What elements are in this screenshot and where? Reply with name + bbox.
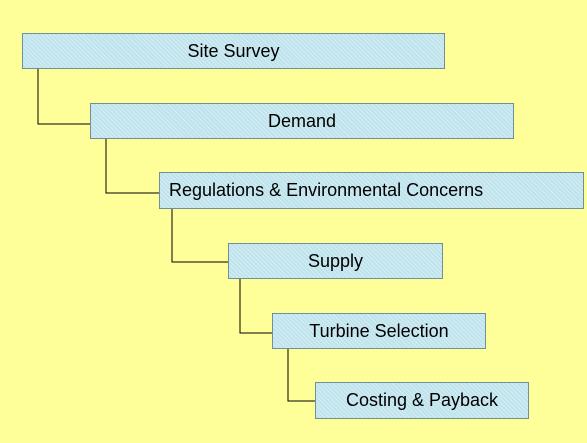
step-supply: Supply: [228, 243, 443, 279]
connector-demand-to-regulations: [105, 139, 159, 194]
connector-supply-to-turbine-selection: [239, 279, 272, 334]
connector-turbine-selection-to-costing: [287, 349, 315, 402]
step-label: Regulations & Environmental Concerns: [169, 180, 484, 200]
step-label: Supply: [307, 250, 364, 271]
step-turbine-selection: Turbine Selection: [272, 313, 486, 349]
step-label: Turbine Selection: [309, 320, 449, 341]
step-demand: Demand: [90, 103, 514, 139]
step-site-survey: Site Survey: [22, 33, 445, 69]
step-regulations-environmental-concerns: Regulations & Environmental Concerns: [159, 172, 584, 209]
step-label: Demand: [267, 110, 337, 131]
connector-regulations-to-supply: [171, 209, 228, 263]
connector-site-survey-to-demand: [37, 69, 90, 125]
step-label: Costing & Payback: [345, 390, 499, 410]
step-label: Site Survey: [187, 40, 280, 61]
step-costing-payback: Costing & Payback: [315, 382, 529, 419]
